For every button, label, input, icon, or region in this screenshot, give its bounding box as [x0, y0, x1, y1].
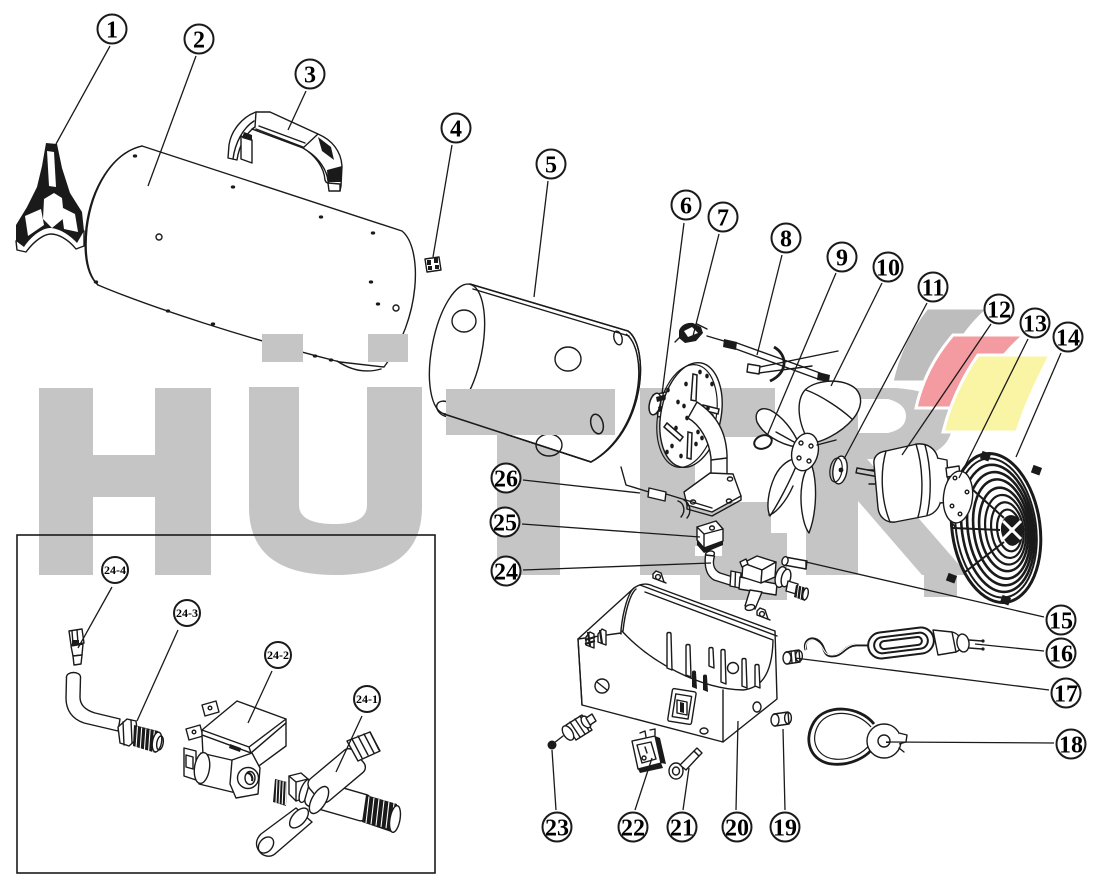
svg-text:23: 23 [545, 816, 569, 842]
svg-text:11: 11 [922, 276, 945, 302]
svg-text:13: 13 [1023, 312, 1047, 338]
svg-text:18: 18 [1059, 733, 1083, 759]
svg-text:26: 26 [494, 467, 518, 493]
svg-text:3: 3 [304, 63, 316, 89]
svg-text:24-3: 24-3 [176, 606, 198, 620]
svg-text:24-4: 24-4 [104, 563, 126, 577]
svg-text:21: 21 [670, 816, 694, 842]
svg-text:5: 5 [545, 153, 557, 179]
svg-text:14: 14 [1056, 326, 1080, 352]
svg-text:8: 8 [780, 227, 792, 253]
svg-text:19: 19 [773, 816, 797, 842]
svg-text:24-2: 24-2 [267, 648, 289, 662]
svg-text:6: 6 [680, 194, 692, 220]
svg-text:2: 2 [193, 28, 205, 54]
svg-text:16: 16 [1049, 642, 1073, 668]
svg-text:20: 20 [725, 816, 749, 842]
svg-text:7: 7 [717, 206, 729, 232]
svg-text:1: 1 [106, 18, 118, 44]
svg-text:24: 24 [494, 560, 518, 586]
svg-text:22: 22 [621, 816, 645, 842]
svg-text:4: 4 [450, 117, 462, 143]
svg-text:10: 10 [876, 256, 900, 282]
svg-text:15: 15 [1049, 609, 1073, 635]
svg-text:12: 12 [987, 298, 1011, 324]
svg-text:9: 9 [836, 246, 848, 272]
svg-text:17: 17 [1054, 682, 1078, 708]
svg-text:25: 25 [493, 511, 517, 537]
svg-text:24-1: 24-1 [356, 692, 378, 706]
